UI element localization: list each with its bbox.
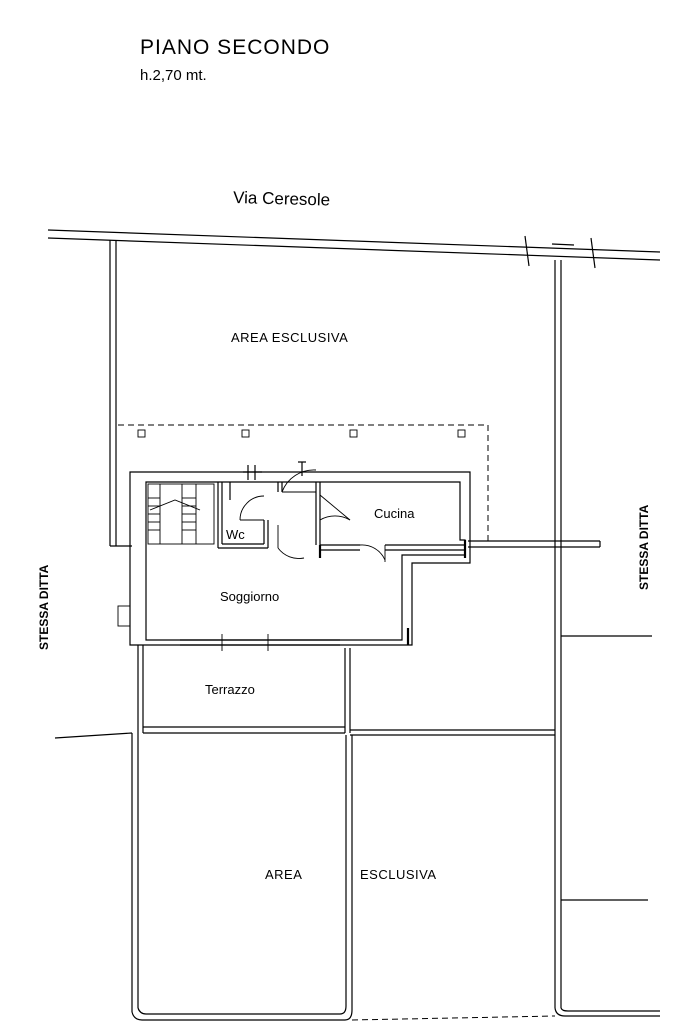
esclusiva-label-bottom-right: ESCLUSIVA [360,867,437,882]
room-label-soggiorno: Soggiorno [220,589,279,604]
staircase [147,483,215,545]
room-label-terrazzo: Terrazzo [205,682,255,697]
fixtures [117,461,306,627]
plan-subtitle: h.2,70 mt. [140,67,207,84]
neighbor-connection [468,540,601,548]
lower-area-strips [131,733,556,1021]
interior-partitions [217,482,465,551]
terrace [137,645,351,734]
street-boundary [47,229,661,269]
stessa-ditta-left-label: STESSA DITTA [37,564,51,650]
overhang-outline [118,424,489,545]
building-walls [129,471,471,646]
cross-boundary [54,729,555,739]
area-esclusiva-top-label: AREA ESCLUSIVA [231,330,348,345]
street-label: Via Ceresole [233,188,330,210]
stessa-ditta-right-label: STESSA DITTA [637,504,651,590]
plan-title: PIANO SECONDO [140,36,330,59]
right-boundary [554,260,660,1017]
room-label-cucina: Cucina [374,506,415,521]
area-label-bottom-left: AREA [265,867,302,882]
room-label-wc: Wc [226,527,245,542]
doors [239,469,386,562]
windows [180,634,340,651]
left-boundary [109,240,132,547]
